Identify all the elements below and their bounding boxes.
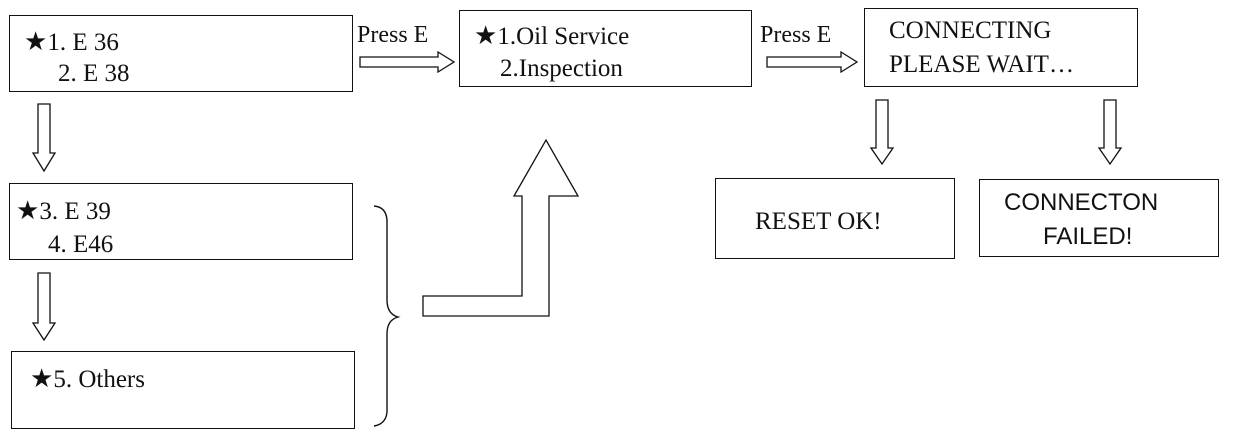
- model-menu-box-1: ★1. E 36 2. E 38: [9, 15, 353, 92]
- failed-line-1: CONNECTON: [1004, 189, 1159, 216]
- model-item-e38[interactable]: 2. E 38: [58, 60, 130, 87]
- model-item-e46[interactable]: 4. E46: [48, 231, 114, 258]
- bent-up-arrow: [422, 138, 580, 317]
- right-arrow-2: [766, 50, 859, 74]
- model-item-others[interactable]: ★5. Others: [30, 364, 145, 393]
- model-menu-box-3: ★5. Others: [11, 351, 355, 429]
- model-item-e39[interactable]: ★3. E 39: [16, 196, 111, 225]
- reset-ok-text: RESET OK!: [755, 208, 882, 235]
- star-icon: ★: [24, 27, 48, 56]
- connecting-box: CONNECTING PLEASE WAIT…: [864, 8, 1138, 87]
- connecting-line-2: PLEASE WAIT…: [889, 51, 1074, 78]
- service-item-oil[interactable]: ★1.Oil Service: [474, 21, 630, 50]
- model-item-e36[interactable]: ★1. E 36: [24, 27, 119, 56]
- service-item-inspection[interactable]: 2.Inspection: [500, 55, 623, 82]
- down-arrow-3: [869, 99, 895, 166]
- star-icon: ★: [16, 196, 40, 225]
- model-menu-box-2: ★3. E 39 4. E46: [9, 183, 353, 260]
- press-e-label-2: Press E: [760, 22, 832, 48]
- failed-line-2: FAILED!: [1043, 223, 1133, 250]
- down-arrow-2: [31, 272, 57, 342]
- connecting-line-1: CONNECTING: [889, 17, 1052, 44]
- press-e-label-1: Press E: [357, 22, 429, 48]
- service-menu-box: ★1.Oil Service 2.Inspection: [459, 10, 752, 87]
- down-arrow-1: [31, 103, 57, 173]
- reset-ok-box: RESET OK!: [715, 178, 955, 259]
- connection-failed-box: CONNECTON FAILED!: [979, 179, 1219, 257]
- grouping-brace: [373, 205, 401, 427]
- down-arrow-4: [1097, 99, 1123, 166]
- star-icon: ★: [30, 364, 54, 393]
- star-icon: ★: [474, 21, 498, 50]
- right-arrow-1: [359, 50, 456, 74]
